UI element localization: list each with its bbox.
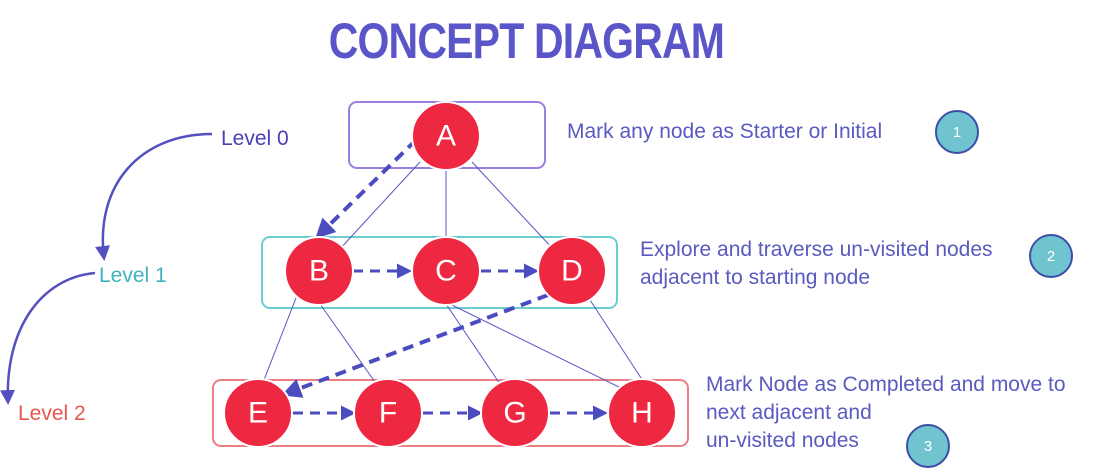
level2-box <box>212 379 689 447</box>
step-3-line-1: Mark Node as Completed and move to <box>706 373 1066 396</box>
node-h: H <box>607 378 677 448</box>
node-d: D <box>537 236 607 306</box>
step-2-line-2: adjacent to starting node <box>640 266 870 289</box>
node-g-label: G <box>503 397 526 430</box>
edge-a-d <box>471 161 555 251</box>
edge-a-b <box>338 161 421 251</box>
node-c-label: C <box>435 255 457 288</box>
edge-c-g <box>445 303 501 385</box>
level-arrow-1-to-2 <box>0 271 96 405</box>
node-b-label: B <box>309 255 329 288</box>
node-e-label: E <box>248 397 268 430</box>
edge-d-h <box>589 299 646 385</box>
page-title: CONCEPT DIAGRAM <box>328 13 725 69</box>
step-3-line-2: next adjacent and <box>706 401 872 424</box>
step-1-description: Mark any node as Starter or Initial <box>567 118 882 146</box>
node-c: C <box>411 236 481 306</box>
step-1-badge: 1 <box>935 110 979 154</box>
step-2-line-1: Explore and traverse un-visited nodes <box>640 238 993 261</box>
node-a-label: A <box>436 120 456 153</box>
node-f: F <box>353 378 423 448</box>
step-2-badge: 2 <box>1029 234 1073 278</box>
edge-b-e <box>261 297 297 386</box>
level-arrow-0-to-1 <box>95 132 213 261</box>
edge-b-f <box>319 303 376 383</box>
tree-edges <box>261 161 646 391</box>
step-3-description: Mark Node as Completed and move to next … <box>706 371 1066 455</box>
node-a: A <box>411 101 481 171</box>
node-g: G <box>480 378 550 448</box>
level-0-label: Level 0 <box>221 127 289 150</box>
traversal-arrow-a-b <box>315 138 418 239</box>
step-3-line-3: un-visited nodes <box>706 429 859 452</box>
level-1-label: Level 1 <box>99 264 167 287</box>
node-e: E <box>223 378 293 448</box>
step-1-line-1: Mark any node as Starter or Initial <box>567 120 883 143</box>
step-2-description: Explore and traverse un-visited nodes ad… <box>640 236 993 292</box>
node-h-label: H <box>631 397 653 430</box>
edge-c-h <box>451 304 626 391</box>
node-f-label: F <box>379 397 397 430</box>
node-b: B <box>284 236 354 306</box>
traversal-arrow-d-e <box>281 293 549 398</box>
level-2-label: Level 2 <box>18 402 86 425</box>
node-d-label: D <box>561 255 583 288</box>
step-3-badge: 3 <box>906 424 950 468</box>
